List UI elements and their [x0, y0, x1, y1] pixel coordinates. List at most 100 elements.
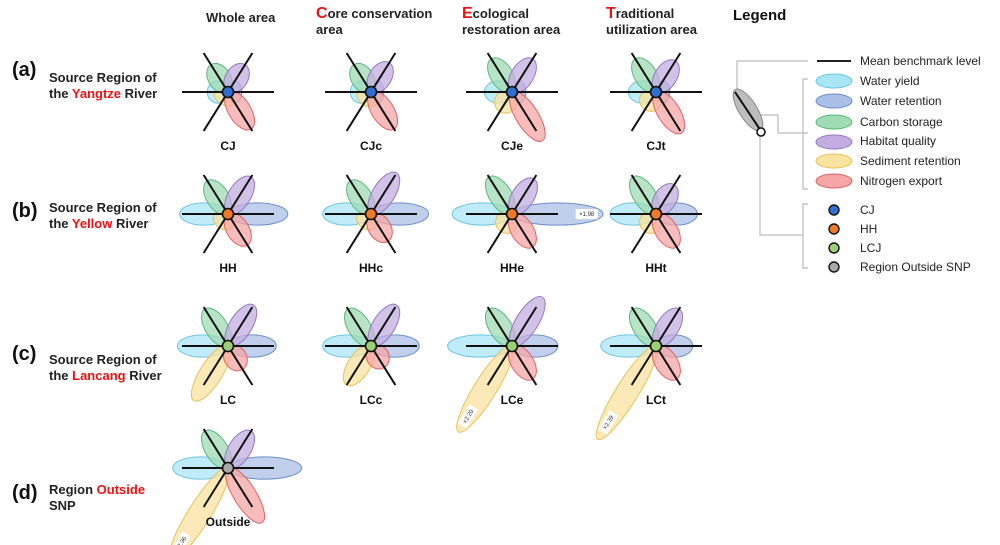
region-node [649, 339, 663, 353]
benchmark-line [511, 52, 538, 93]
benchmark-line [655, 52, 682, 93]
column-header-text: cological [472, 6, 530, 21]
flower-label: HH [219, 261, 236, 275]
region-node [364, 339, 378, 353]
benchmark-line [227, 428, 254, 469]
benchmark-line [630, 174, 657, 215]
benchmark-line [486, 213, 513, 254]
row-title-pre: the [49, 216, 72, 231]
benchmark-line [370, 91, 397, 132]
benchmark-line [345, 345, 372, 386]
benchmark-line [227, 345, 254, 386]
benchmark-line [345, 306, 372, 347]
flower-label: HHe [500, 261, 524, 275]
legend-region-dot [828, 242, 840, 254]
benchmark-line [202, 174, 229, 215]
flower-label: LC [220, 393, 236, 407]
legend-title: Legend [733, 7, 787, 24]
row-title-highlight: Lancang [72, 368, 126, 383]
benchmark-line [630, 91, 657, 132]
flower-hh: HH [179, 174, 289, 275]
benchmark-line [345, 174, 372, 215]
row-title-pre: the [49, 368, 73, 383]
flower-label: CJ [220, 139, 235, 153]
benchmark-line [370, 174, 397, 215]
region-node [505, 85, 519, 99]
benchmark-line [202, 52, 229, 93]
benchmark-line [345, 91, 372, 132]
benchmark-line [227, 467, 254, 508]
column-header-text-line2: area [316, 22, 343, 37]
benchmark-line [345, 213, 372, 254]
row-tag-c: (c) [12, 343, 37, 365]
row-title-b: Source Region of the Yellow River [49, 200, 157, 232]
row-title-pre: the [49, 86, 72, 101]
benchmark-line [486, 52, 513, 93]
region-node [221, 85, 235, 99]
region-node [649, 207, 663, 221]
legend-item-label: Habitat quality [860, 134, 937, 148]
benchmark-line [486, 306, 513, 347]
legend-item-label: Water yield [860, 74, 920, 88]
region-node [505, 339, 519, 353]
legend-benchmark-label: Mean benchmark level [860, 54, 981, 68]
benchmark-line [511, 306, 538, 347]
flower-label: Outside [206, 515, 251, 529]
benchmark-line [227, 306, 254, 347]
row-title-line1: Source Region of [49, 352, 157, 367]
benchmark-line [202, 467, 229, 508]
region-node [221, 461, 235, 475]
benchmark-line [655, 213, 682, 254]
benchmark-line [511, 213, 538, 254]
annotation-text: ×2.36 [175, 535, 188, 545]
legend-swatch-carbon-storage [815, 114, 853, 130]
region-node [364, 85, 378, 99]
benchmark-line [227, 174, 254, 215]
benchmark-line [655, 345, 682, 386]
legend-swatch-sediment-retention [815, 153, 853, 169]
row-tag-b: (b) [12, 200, 38, 222]
flower-hhc: HHc [322, 171, 429, 275]
legend-region-label: HH [860, 222, 878, 236]
flower-lcc: LCc [322, 303, 420, 407]
benchmark-line [202, 91, 229, 132]
region-node [221, 339, 235, 353]
benchmark-line [655, 91, 682, 132]
flower-cjc: CJc [325, 52, 417, 153]
legend-region-label: CJ [860, 203, 875, 217]
benchmark-line [370, 306, 397, 347]
benchmark-line [486, 91, 513, 132]
flower-cje: CJe [466, 52, 558, 153]
column-initial: C [316, 5, 328, 22]
flower-cj: CJ [182, 52, 274, 153]
benchmark-line [370, 213, 397, 254]
benchmark-line [655, 306, 682, 347]
column-header-text: ore conservation [327, 6, 433, 21]
column-header-whole-area: Whole area [206, 10, 276, 25]
legend-connector [802, 203, 808, 269]
legend-connector [802, 78, 808, 190]
row-title-line1: Source Region of [49, 70, 157, 85]
legend-item-label: Nitrogen export [860, 174, 943, 188]
annotation-text: ×1.98 [579, 212, 595, 218]
row-title-post: River [125, 368, 162, 383]
multiplier-annotation: ×2.36 [170, 531, 191, 545]
legend-swatch-nitrogen-export [815, 173, 853, 189]
flower-label: CJc [360, 139, 382, 153]
benchmark-line [630, 52, 657, 93]
legend-connector [755, 114, 808, 134]
legend-swatch-habitat-quality [815, 134, 853, 150]
column-header-text-line2: restoration area [462, 22, 561, 37]
column-header-text: raditional [615, 6, 675, 21]
flower-cjt: CJt [610, 52, 702, 153]
multiplier-annotation: ×1.98 [575, 209, 598, 219]
region-node [221, 207, 235, 221]
row-title-line1: Region [49, 482, 97, 497]
benchmark-line [202, 306, 229, 347]
row-title-c: Source Region of the Lancang River [49, 352, 162, 384]
benchmark-line [655, 174, 682, 215]
column-header-core: Core conservation area [316, 6, 432, 38]
benchmark-line [511, 345, 538, 386]
